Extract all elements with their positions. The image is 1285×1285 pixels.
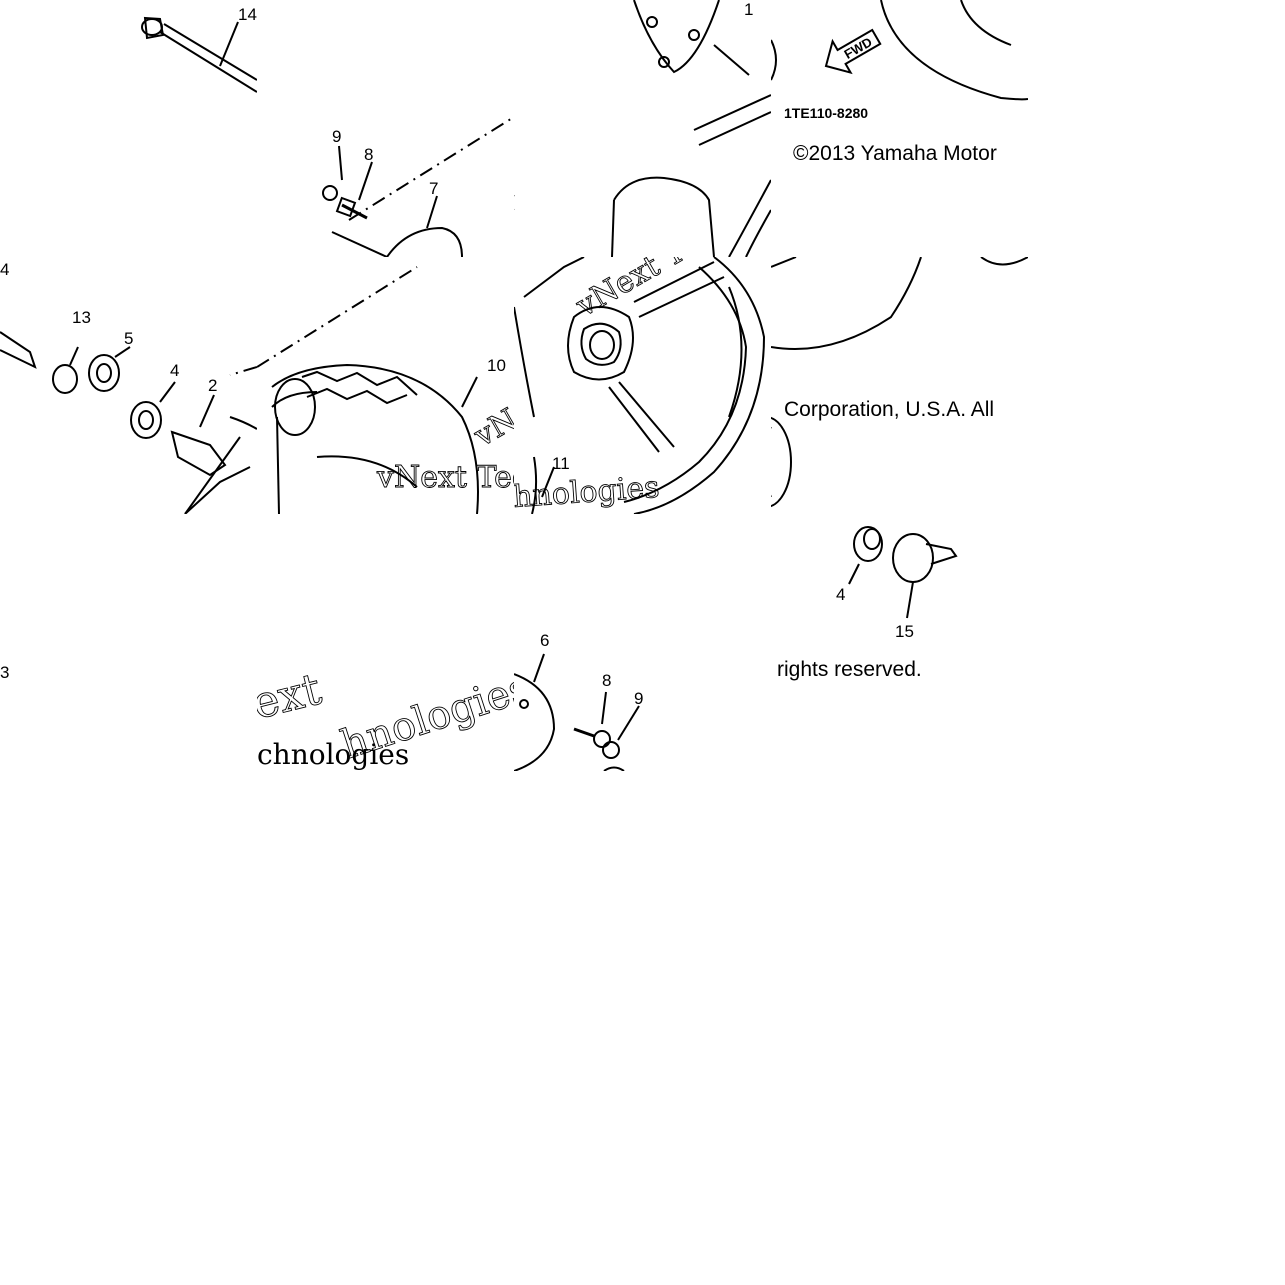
part-code: 1TE110-8280: [784, 105, 869, 121]
callout-8: 8: [602, 671, 611, 690]
callout-3: 3: [0, 663, 9, 682]
diagram-tile-bottom-left: 3: [0, 514, 257, 771]
diagram-tile-axle: 14: [0, 0, 257, 257]
callout-10: 10: [487, 356, 506, 375]
callout-15: 15: [895, 622, 914, 641]
callout-9: 9: [634, 689, 643, 708]
diagram-tile-spacers: 4 13 5 4 2: [0, 257, 257, 514]
bearing-collar-drawing: 4 15: [836, 526, 958, 641]
diagram-tile-hub-top: 1: [514, 0, 771, 257]
tire-drawing: FWD: [771, 0, 1028, 101]
wheel-hub-drawing: 11 vNext Techn hnologies: [514, 257, 766, 514]
callout-1: 1: [744, 0, 753, 19]
tire-right-drawing: [771, 257, 1028, 508]
callout-6: 6: [540, 631, 549, 650]
callout-9: 9: [332, 127, 341, 146]
diagram-tile-drum-bottom: 6 8 9: [514, 514, 771, 771]
callout-4: 4: [0, 260, 9, 279]
callout-14: 14: [238, 5, 257, 24]
copyright-line-2: Corporation, U.S.A. All: [784, 398, 995, 421]
drum-bottom-drawing: 6 8 9: [514, 631, 643, 771]
diagram-tile-wheel-hub: 11 vNext Techn hnologies: [514, 257, 771, 514]
callout-13: 13: [72, 308, 91, 327]
callout-11: 11: [552, 454, 570, 473]
tire-section-drawing: 10 vNext Tec vN: [257, 266, 514, 514]
diagram-tile-top-hardware: 9 8 7: [257, 0, 514, 257]
copyright-line-1: ©2013 Yamaha Motor: [793, 142, 997, 165]
callout-2: 2: [208, 376, 217, 395]
axle-drawing: 14: [141, 5, 257, 93]
fwd-arrow-icon: FWD: [824, 28, 882, 75]
callout-4: 4: [170, 361, 179, 380]
diagram-tile-tire-right: Corporation, U.S.A. All: [771, 257, 1028, 514]
hardware-drawing: 9 8 7: [322, 116, 514, 257]
watermark-text: vNext Tec: [376, 460, 514, 495]
watermark-vertical: vN: [468, 402, 514, 454]
watermark-text: ext: [257, 664, 326, 730]
hub-drawing: 1: [514, 0, 771, 257]
callout-7: 7: [429, 179, 438, 198]
callout-8: 8: [364, 145, 373, 164]
watermark-text: chnologies: [257, 738, 409, 771]
callout-4: 4: [836, 585, 845, 604]
diagram-tile-tire-section: 10 vNext Tec vN: [257, 257, 514, 514]
diagram-tile-bearing-collar: 4 15 rights reserved.: [771, 514, 1028, 771]
spacers-drawing: 4 13 5 4 2: [0, 260, 257, 514]
diagram-tile-tire-top: FWD 1TE110-8280 ©2013 Yamaha Motor: [771, 0, 1028, 257]
diagram-tile-watermark: ext hnologies chnologies: [257, 514, 514, 771]
callout-5: 5: [124, 329, 133, 348]
copyright-line-3: rights reserved.: [777, 658, 922, 681]
